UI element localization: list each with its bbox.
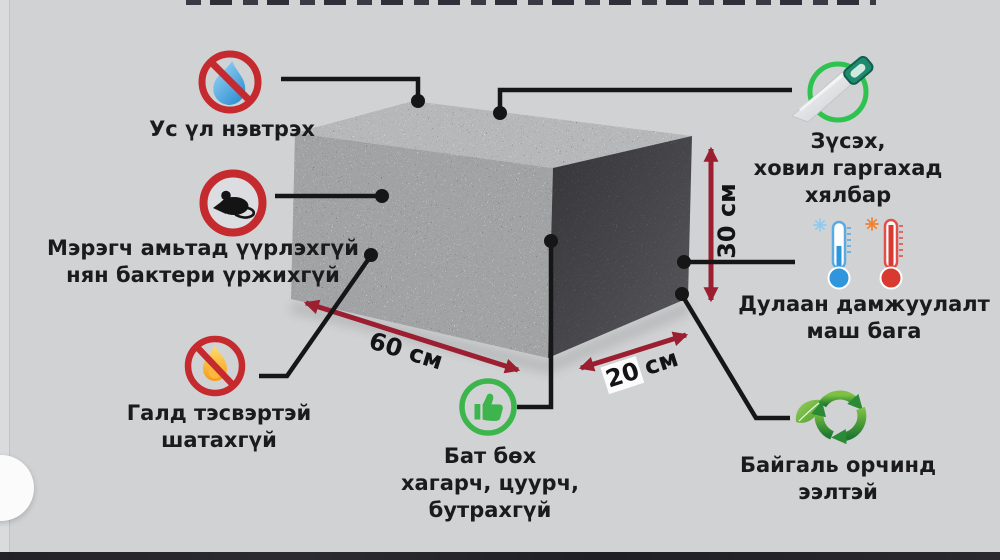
thermometers-icon	[813, 217, 903, 290]
no-water-icon	[198, 50, 262, 114]
label-line: Ус үл нэвтрэх	[149, 117, 315, 141]
no-rodents-icon	[199, 169, 267, 237]
connector-lines	[259, 76, 795, 421]
label-line: Мэрэгч амьтад үүрлэхгүй	[47, 236, 359, 260]
connector-cutting	[497, 87, 792, 111]
feature-label-fire: Галд тэсвэртэй шатахгүй	[127, 400, 311, 454]
label-line: нян бактери үржихгүй	[66, 263, 340, 287]
connector-dots	[364, 94, 691, 301]
connector-eco	[680, 293, 790, 421]
hot-thermometer	[865, 217, 903, 290]
label-line: ховил гаргахад	[753, 156, 943, 180]
label-line: хялбар	[804, 183, 892, 207]
length-arrow	[303, 299, 521, 374]
thumbs-up-icon	[459, 378, 517, 436]
label-line: Байгаль орчинд	[739, 453, 937, 477]
connector-fire	[259, 255, 372, 379]
concrete-block	[291, 101, 692, 358]
label-line: хагарч, цуурч,	[401, 471, 579, 495]
recycle-icon	[795, 390, 867, 445]
connector-durable	[517, 243, 554, 410]
dimension-height-label: 30 см	[713, 183, 741, 259]
feature-label-rodents: Мэрэгч амьтад үүрлэхгүй нян бактери үржи…	[47, 235, 359, 289]
label-line: шатахгүй	[161, 428, 277, 452]
cropped-title-fragment	[186, 0, 876, 5]
feature-label-durable: Бат бөх хагарч, цуурч, бутрахгүй	[401, 443, 579, 524]
label-line: ээлтэй	[798, 480, 878, 504]
label-line: Галд тэсвэртэй	[126, 401, 312, 425]
label-line: Дулаан дамжуулалт	[738, 292, 990, 316]
feature-label-cutting: Зүсэх, ховил гаргахад хялбар	[754, 128, 943, 209]
left-edge-band	[0, 0, 10, 560]
bottom-dark-bar	[0, 552, 1000, 560]
dimension-height-text: 30 см	[713, 183, 741, 259]
feature-label-eco: Байгаль орчинд ээлтэй	[740, 452, 936, 506]
no-fire-icon	[184, 335, 246, 397]
feature-label-thermal: Дулаан дамжуулалт маш бага	[738, 291, 990, 345]
label-line: Зүсэх,	[810, 129, 886, 153]
depth-arrow	[578, 331, 689, 372]
label-line: маш бага	[806, 319, 922, 343]
label-line: Бат бөх	[443, 444, 537, 468]
label-line: бутрахгүй	[428, 498, 552, 522]
connector-waterproof	[281, 76, 421, 99]
saw-icon	[791, 55, 874, 123]
dimension-arrows	[303, 146, 719, 374]
cold-thermometer	[813, 218, 851, 290]
feature-label-waterproof: Ус үл нэвтрэх	[149, 116, 315, 143]
